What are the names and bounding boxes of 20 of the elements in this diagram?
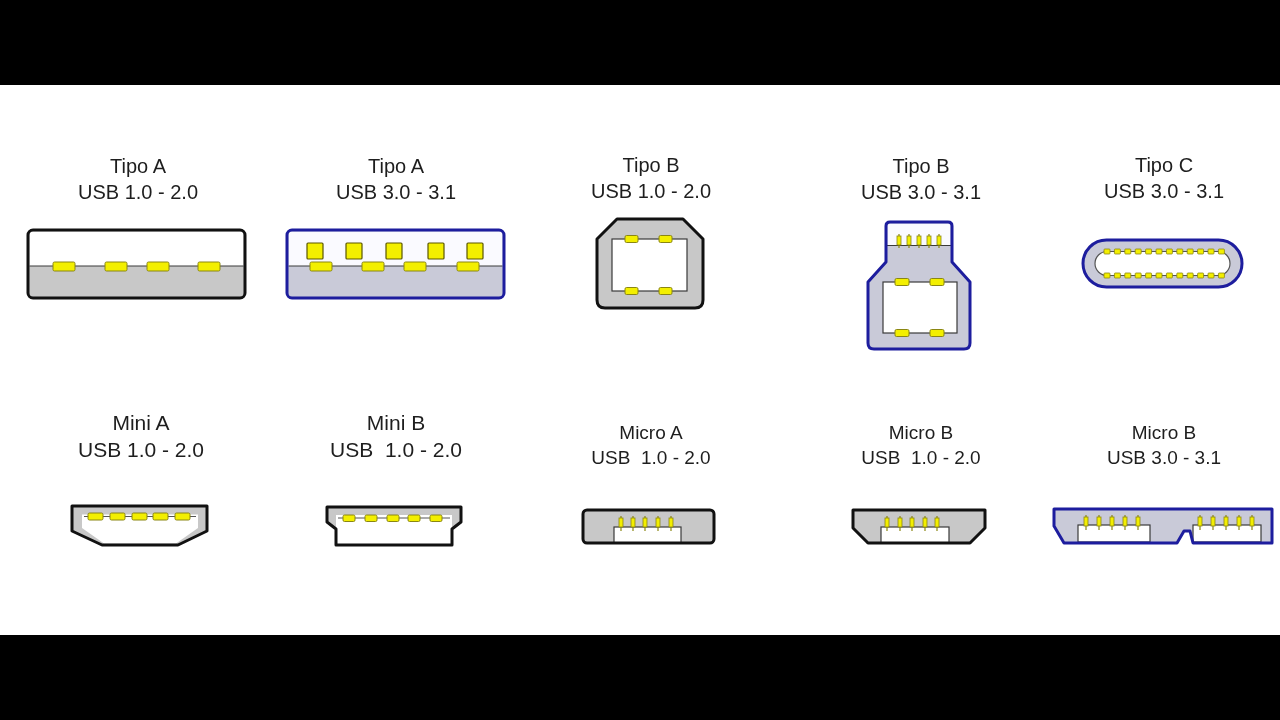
connector-type-label: Tipo C bbox=[1134, 153, 1194, 177]
connector-type-label: Mini B bbox=[366, 410, 426, 436]
usb-version-label: USB 1.0 - 2.0 bbox=[861, 447, 981, 470]
connector-type-label: Mini A bbox=[112, 410, 170, 436]
usb-version-label: USB 1.0 - 2.0 bbox=[77, 180, 199, 204]
usb-version-label: USB 1.0 - 2.0 bbox=[77, 437, 205, 463]
connector-type-label: Tipo A bbox=[110, 154, 166, 178]
usb-version-label: USB 3.0 - 3.1 bbox=[860, 180, 982, 204]
usb-version-label: USB 1.0 - 2.0 bbox=[591, 447, 711, 470]
connector-type-label: Tipo B bbox=[892, 154, 950, 178]
connector-type-label: Tipo A bbox=[368, 154, 424, 178]
usb-version-label: USB 3.0 - 3.1 bbox=[1103, 179, 1225, 203]
usb-version-label: USB 1.0 - 2.0 bbox=[590, 179, 712, 203]
connector-type-label: Tipo B bbox=[622, 153, 680, 177]
usb-version-label: USB 3.0 - 3.1 bbox=[335, 180, 457, 204]
usb-version-label: USB 3.0 - 3.1 bbox=[1106, 447, 1222, 470]
usb-version-label: USB 1.0 - 2.0 bbox=[330, 437, 462, 463]
connector-type-label: Micro B bbox=[1131, 422, 1197, 445]
connector-type-label: Micro A bbox=[619, 422, 683, 445]
connector-type-label: Micro B bbox=[888, 422, 954, 445]
